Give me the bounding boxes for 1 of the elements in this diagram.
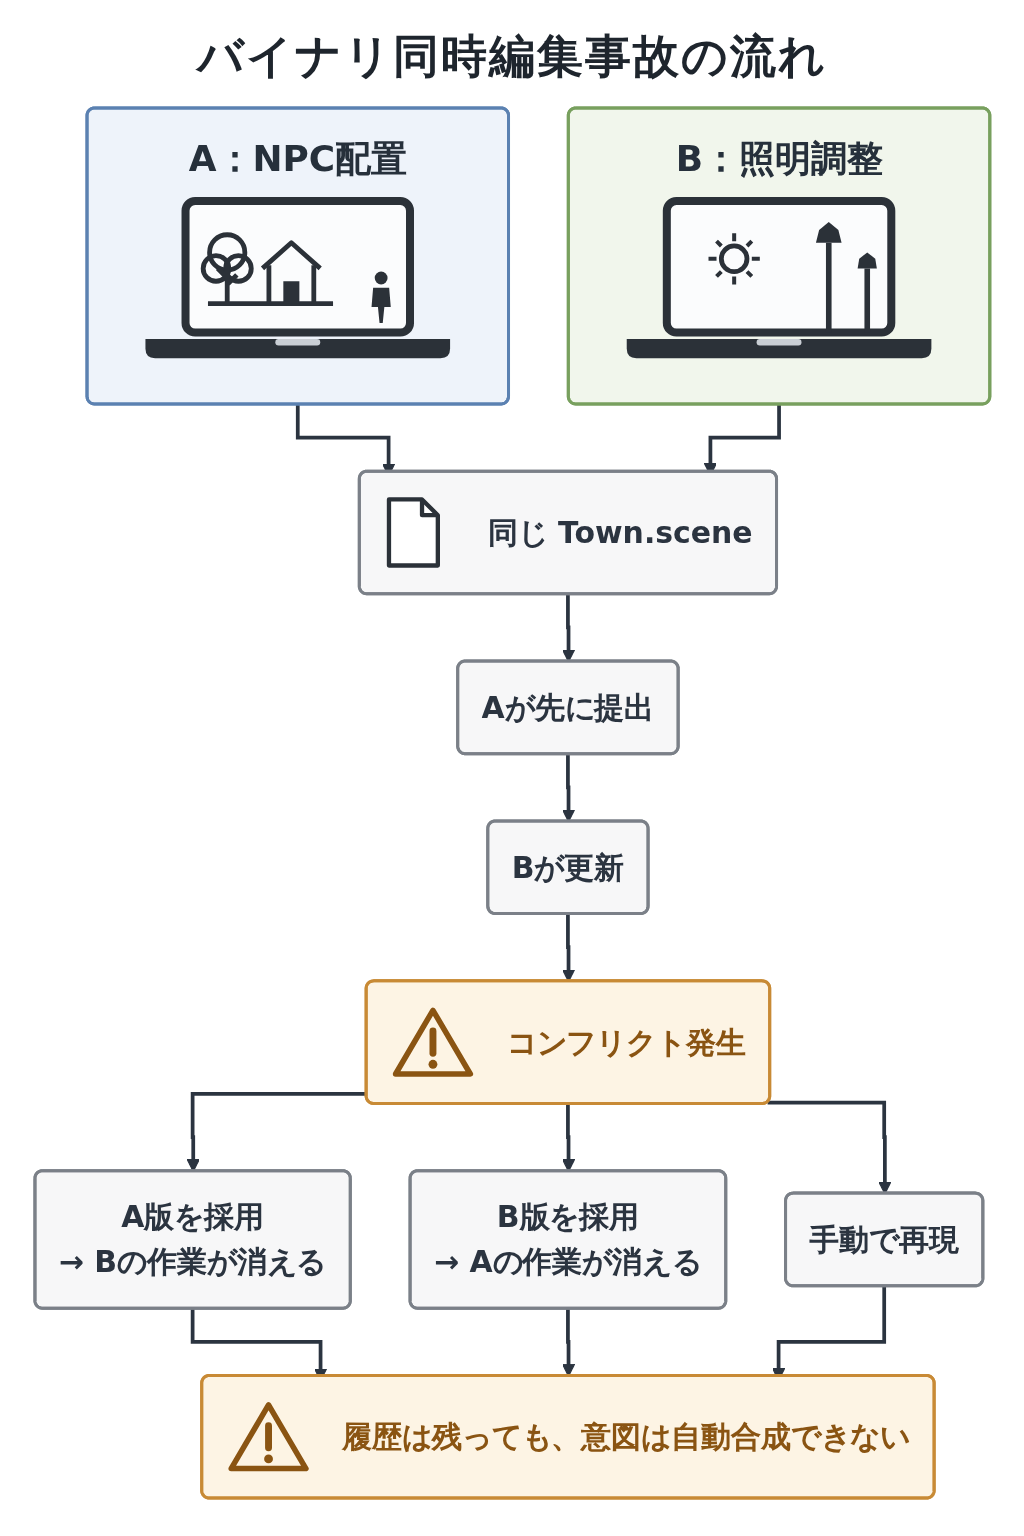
title: バイナリ同時編集事故の流れ (197, 28, 827, 85)
